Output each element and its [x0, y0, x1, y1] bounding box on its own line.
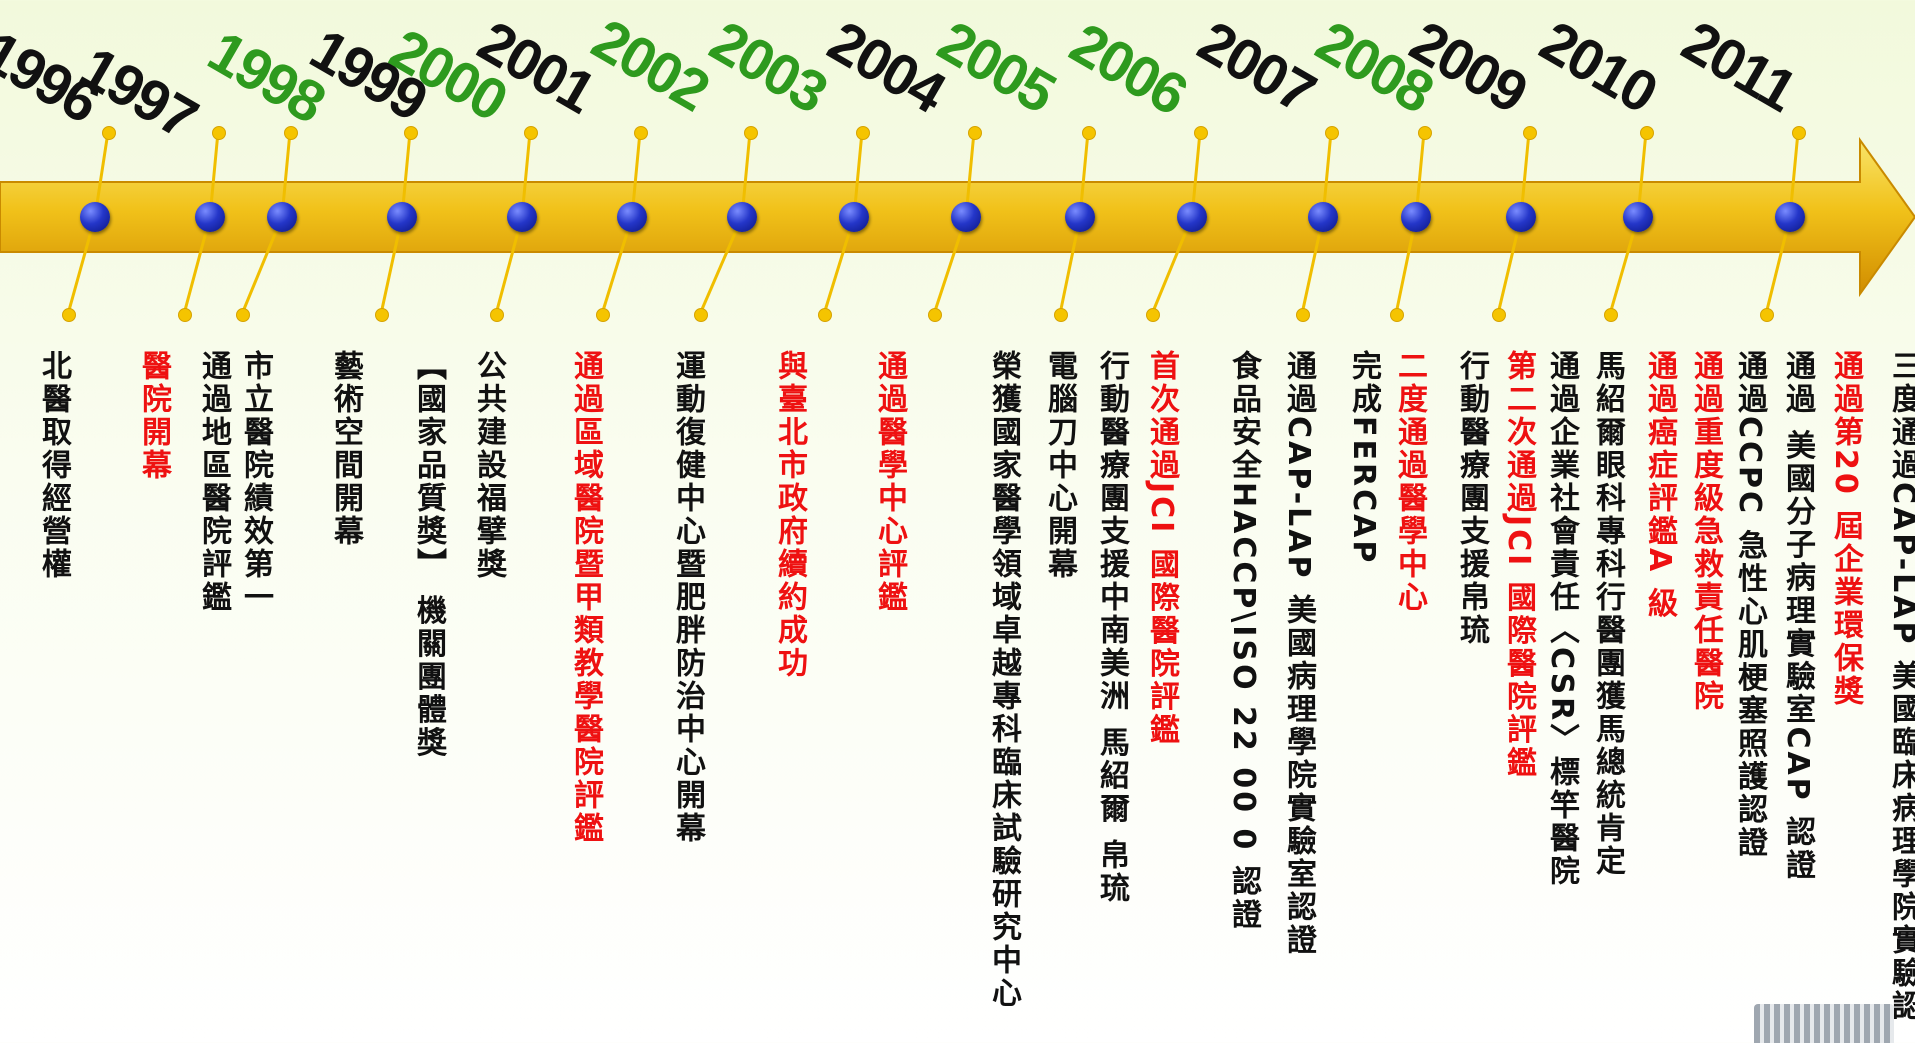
event-text: 通過癌症評鑑A 級 — [1642, 350, 1677, 621]
connector-dot-top — [1194, 126, 1208, 140]
connector-dot-top — [1325, 126, 1339, 140]
timeline-node — [839, 202, 869, 232]
connector-line-bottom — [1608, 216, 1640, 315]
connector-dot-bottom — [1054, 308, 1068, 322]
event-text: 藝術空間開幕 — [328, 350, 363, 548]
connector-dot-top — [634, 126, 648, 140]
connector-dot-top — [968, 126, 982, 140]
event-text: 首次通過JCI 國際醫院評鑑 — [1144, 350, 1179, 747]
connector-line-bottom — [698, 216, 744, 315]
event-text: 通過企業社會責任〈CSR〉標竿醫院 — [1544, 350, 1579, 889]
connector-line-bottom — [240, 216, 284, 315]
connector-line-bottom — [932, 216, 968, 315]
connector-dot-bottom — [1604, 308, 1618, 322]
connector-line-bottom — [1764, 216, 1792, 315]
connector-dot-top — [1418, 126, 1432, 140]
event-text: 二度通過醫學中心 — [1392, 350, 1427, 614]
event-text: 市立醫院績效第一 — [238, 350, 273, 614]
connector-dot-top — [856, 126, 870, 140]
event-text: 公共建設福擘獎 — [471, 350, 506, 581]
connector-dot-bottom — [62, 308, 76, 322]
connector-line-bottom — [1150, 216, 1194, 315]
timeline-node — [727, 202, 757, 232]
connector-dot-bottom — [1492, 308, 1506, 322]
timeline-node — [1065, 202, 1095, 232]
connector-dot-top — [284, 126, 298, 140]
event-text: 與臺北市政府續約成功 — [772, 350, 807, 680]
timeline-node — [507, 202, 537, 232]
connector-dot-top — [744, 126, 758, 140]
connector-line-bottom — [1300, 216, 1325, 315]
timeline-node — [617, 202, 647, 232]
connector-dot-bottom — [1296, 308, 1310, 322]
connector-dot-top — [524, 126, 538, 140]
connector-dot-bottom — [1146, 308, 1160, 322]
event-text: 通過CCPC 急性心肌梗塞照護認證 — [1732, 350, 1767, 860]
timeline-node — [1308, 202, 1338, 232]
connector-dot-top — [212, 126, 226, 140]
event-text: 醫院開幕 — [136, 350, 171, 482]
connector-dot-bottom — [818, 308, 832, 322]
connector-dot-bottom — [1390, 308, 1404, 322]
connector-dot-bottom — [1760, 308, 1774, 322]
connector-dot-top — [404, 126, 418, 140]
connector-line-bottom — [182, 216, 212, 315]
event-text: 完成FERCAP — [1346, 350, 1381, 566]
connector-line-bottom — [66, 216, 97, 315]
connector-dot-top — [1792, 126, 1806, 140]
event-text: 運動復健中心暨肥胖防治中心開幕 — [670, 350, 705, 845]
connector-line-bottom — [600, 216, 634, 315]
connector-dot-top — [1082, 126, 1096, 140]
connector-dot-top — [1640, 126, 1654, 140]
timeline-node — [195, 202, 225, 232]
event-text: 行動醫療團支援中南美洲 馬紹爾 帛琉 — [1094, 350, 1129, 905]
connector-dot-bottom — [596, 308, 610, 322]
event-text: 馬紹爾眼科專科行醫團獲馬總統肯定 — [1590, 350, 1625, 878]
connector-dot-top — [102, 126, 116, 140]
event-text: 行動醫療團支援帛琉 — [1454, 350, 1489, 647]
connector-line-bottom — [379, 216, 404, 315]
event-text: 【國家品質獎】 機關團體獎 — [411, 350, 446, 760]
connector-dot-bottom — [375, 308, 389, 322]
timeline-node — [1401, 202, 1431, 232]
event-text: 榮獲國家醫學領域卓越專科臨床試驗研究中心 — [986, 350, 1021, 1010]
connector-dot-bottom — [928, 308, 942, 322]
event-text: 通過重度級急救責任醫院 — [1688, 350, 1723, 713]
connector-dot-bottom — [490, 308, 504, 322]
timeline-node — [1506, 202, 1536, 232]
event-text: 通過CAP-LAP 美國病理學院實驗室認證 — [1281, 350, 1316, 957]
timeline-node — [1623, 202, 1653, 232]
connector-dot-top — [1523, 126, 1537, 140]
event-text: 食品安全HACCP\ISO 22 00 0 認證 — [1226, 350, 1261, 932]
timeline-node — [951, 202, 981, 232]
connector-line-bottom — [494, 216, 524, 315]
timeline-node — [1177, 202, 1207, 232]
timeline-node — [387, 202, 417, 232]
timeline-node — [267, 202, 297, 232]
event-text: 三度通過CAP-LAP 美國臨床病理學院實驗認 — [1886, 350, 1915, 1023]
connector-line-bottom — [1394, 216, 1418, 315]
timeline-node — [80, 202, 110, 232]
event-text: 北醫取得經營權 — [36, 350, 71, 581]
event-text: 通過地區醫院評鑑 — [196, 350, 231, 614]
connector-dot-bottom — [178, 308, 192, 322]
connector-line-bottom — [822, 216, 856, 315]
connector-line-bottom — [1058, 216, 1082, 315]
event-text: 電腦刀中心開幕 — [1042, 350, 1077, 581]
connector-dot-bottom — [694, 308, 708, 322]
connector-line-bottom — [1496, 216, 1523, 315]
hospital-building-image — [1754, 1004, 1894, 1043]
timeline-node — [1775, 202, 1805, 232]
event-text: 通過區域醫院暨甲類教學醫院評鑑 — [568, 350, 603, 845]
event-text: 通過第20 屆企業環保獎 — [1828, 350, 1863, 709]
connector-dot-bottom — [236, 308, 250, 322]
event-text: 通過醫學中心評鑑 — [872, 350, 907, 614]
event-text: 通過 美國分子病理實驗室CAP 認證 — [1780, 350, 1815, 883]
event-text: 第二次通過JCI 國際醫院評鑑 — [1501, 350, 1536, 780]
